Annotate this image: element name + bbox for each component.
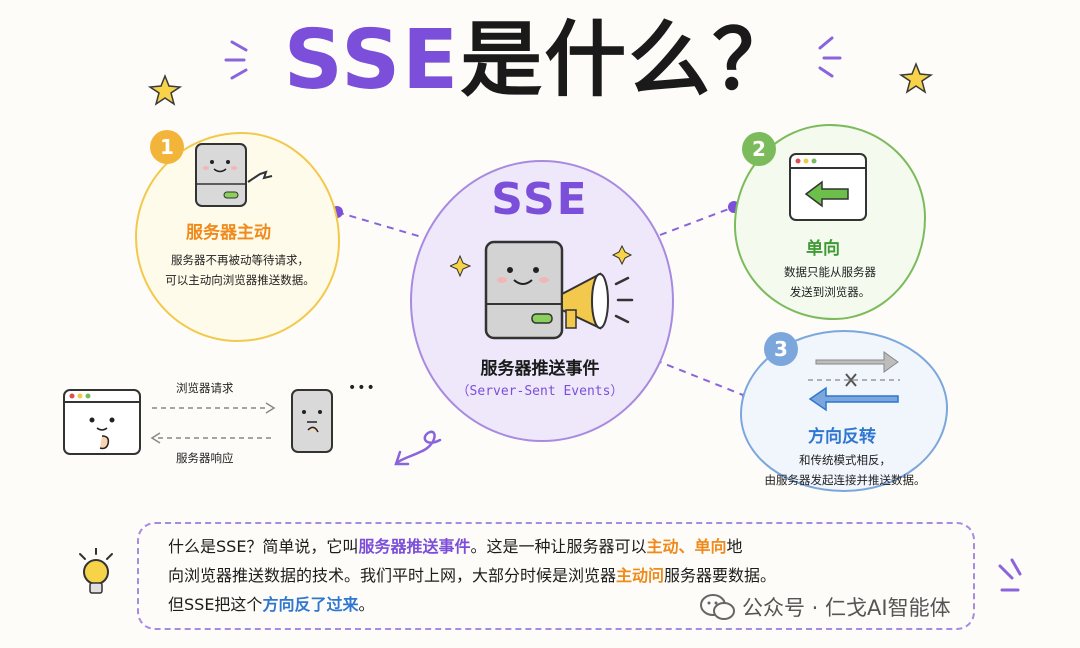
server-icon [195, 143, 273, 207]
keyword-ask: 主动问 [616, 566, 665, 585]
thinking-server-icon [291, 389, 333, 453]
page-title: SSE是什么？ [0, 6, 1080, 116]
title-cn: 是什么 [460, 13, 713, 108]
explanation-box [137, 522, 975, 630]
sparkle-strokes-right-icon [818, 36, 842, 78]
watermark-text: 公众号 · 仁戈AI智能体 [742, 596, 951, 620]
card1-line1: 服务器不再被动等待请求， [171, 253, 309, 267]
wechat-icon [700, 594, 735, 620]
note-part: 向浏览器推送数据的技术。我们平时上网，大部分时候是浏览器 [168, 566, 617, 585]
card3-description: 和传统模式相反， 由服务器发起连接并推送数据。 [745, 450, 945, 490]
traditional-model-illustration [63, 389, 333, 455]
center-name: 服务器推送事件 [480, 359, 600, 379]
server-megaphone-icon [450, 240, 634, 340]
note-part: 。 [358, 595, 375, 614]
card1-line2: 可以主动向浏览器推送数据。 [165, 273, 315, 287]
title-latin: SSE [283, 13, 461, 108]
badge-1: 1 [150, 130, 184, 164]
center-english: （Server-Sent Events） [456, 384, 624, 399]
request-label: 浏览器请求 [176, 381, 234, 395]
badge-3: 3 [764, 332, 798, 366]
star-left-icon [147, 73, 183, 106]
card2-line1: 数据只能从服务器 [784, 265, 876, 279]
star-right-icon [898, 61, 934, 94]
card2-heading: 单向 [806, 239, 840, 259]
card2-line2: 发送到浏览器。 [789, 285, 871, 299]
response-label: 服务器响应 [176, 451, 234, 465]
card1-heading: 服务器主动 [186, 223, 271, 243]
keyword-active-oneway: 主动、单向 [646, 537, 727, 556]
lightbulb-icon [79, 548, 113, 594]
browser-back-arrow-icon [789, 153, 867, 221]
thinking-dots: ••• [348, 380, 376, 396]
keyword-sse-name: 服务器推送事件 [358, 537, 471, 556]
sparkle-strokes-bottom-icon [998, 558, 1022, 592]
note-part: 地 [726, 537, 743, 556]
connector-lines [336, 206, 749, 398]
note-part: 服务器要数据。 [664, 566, 777, 585]
note-part: 。这是一种让服务器可以 [470, 537, 647, 556]
sparkle-strokes-left-icon [224, 40, 248, 80]
keyword-reversed: 方向反了过来 [262, 595, 359, 614]
card3-line2: 由服务器发起连接并推送数据。 [764, 473, 926, 487]
curly-arrow-icon [396, 430, 442, 464]
browser-face-icon [63, 389, 141, 455]
explanation-text: 什么是SSE？简单说，它叫服务器推送事件。这是一种让服务器可以主动、单向地 向浏… [168, 532, 958, 619]
center-sse-word: SSE [491, 174, 589, 225]
card1-description: 服务器不再被动等待请求， 可以主动向浏览器推送数据。 [145, 250, 335, 290]
card3-heading: 方向反转 [808, 427, 876, 447]
note-part: 什么是SSE？简单说，它叫 [168, 537, 359, 556]
note-part: 但SSE把这个 [168, 595, 263, 614]
badge-2: 2 [742, 132, 776, 166]
card3-line1: 和传统模式相反， [799, 453, 891, 467]
reverse-arrows-icon [808, 351, 900, 412]
title-question-mark: ？ [712, 13, 797, 108]
card2-description: 数据只能从服务器 发送到浏览器。 [750, 262, 910, 302]
